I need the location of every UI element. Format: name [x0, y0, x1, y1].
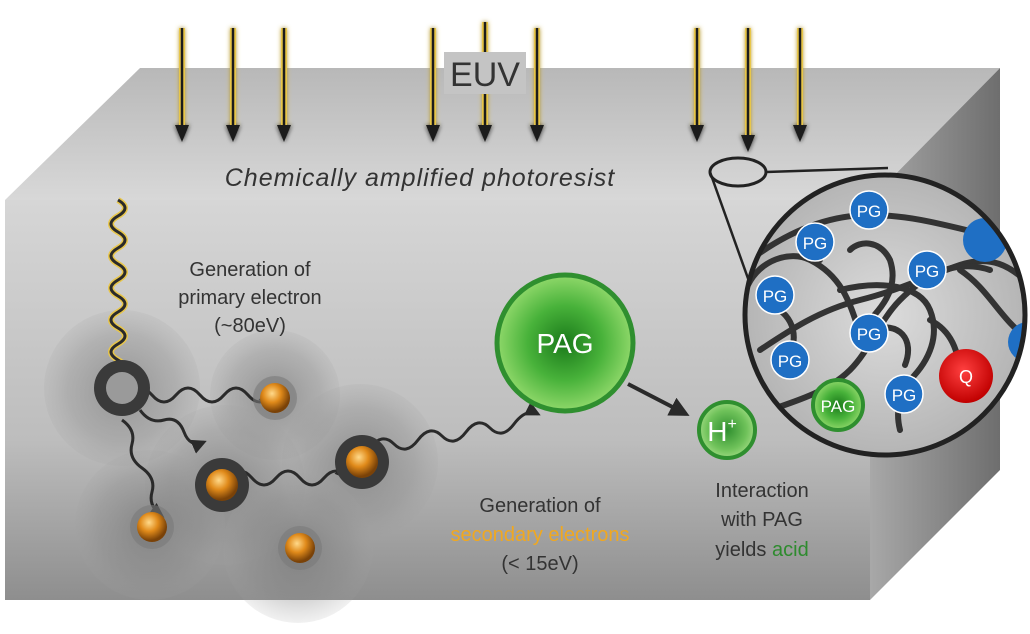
interaction-line1: Interaction: [715, 480, 808, 502]
primary-electron: [94, 360, 150, 416]
pg-group: PG: [849, 190, 889, 230]
pag-label: PAG: [536, 328, 593, 359]
acid-word: acid: [772, 539, 809, 561]
secondary-electron: [278, 526, 322, 570]
pg-group: PG: [755, 275, 795, 315]
svg-text:PG: PG: [778, 352, 803, 371]
primary-electron-label: Generation of primary electron (~80eV): [178, 259, 321, 337]
euv-label-bg: [444, 52, 526, 94]
zoom-pag: PAG: [811, 378, 865, 432]
secondary-electron: [195, 458, 249, 512]
svg-text:PG: PG: [857, 202, 882, 221]
interaction-line3: yields acid: [715, 539, 808, 561]
euv-arrow: [793, 28, 807, 142]
secondary-path-3: [138, 409, 207, 454]
pg-group: PG: [770, 340, 810, 380]
pag-to-acid-arrow: [627, 382, 690, 416]
secondary-electron: [253, 376, 297, 420]
secondary-line2: secondary electrons: [451, 524, 630, 546]
euv-arrow: [175, 28, 189, 142]
euv-arrow: [530, 28, 544, 142]
svg-text:PAG: PAG: [821, 397, 856, 416]
svg-text:PG: PG: [915, 262, 940, 281]
secondary-electrons-label: Generation of secondary electrons (< 15e…: [451, 495, 630, 575]
acid-proton: H+: [697, 400, 757, 460]
secondary-path-2: [121, 418, 165, 518]
secondary-path-5: [368, 401, 541, 451]
electron-trajectories: [105, 197, 541, 518]
svg-text:Q: Q: [959, 367, 973, 387]
pag-molecule: PAG: [494, 272, 636, 414]
acid-symbol: H+: [707, 416, 737, 447]
svg-text:PG: PG: [857, 325, 882, 344]
euv-beam: [175, 22, 807, 152]
secondary-path-4: [226, 464, 350, 487]
secondary-electron: [130, 505, 174, 549]
block-title: Chemically amplified photoresist: [225, 164, 616, 192]
secondary-path-1: [126, 386, 274, 409]
zoom-circle: PG PG PG PG PG PG PG PAG Q: [742, 172, 1028, 458]
svg-text:PG: PG: [803, 234, 828, 253]
acid-charge: +: [727, 416, 736, 433]
euv-arrow: [741, 28, 755, 152]
secondary-line1: Generation of: [479, 495, 601, 517]
secondary-electron: [335, 435, 389, 489]
secondary-line3: (< 15eV): [501, 553, 578, 575]
euv-label: EUV: [450, 56, 520, 94]
svg-text:PG: PG: [763, 287, 788, 306]
pg-group: PG: [884, 374, 924, 414]
electrons: [94, 360, 389, 570]
euv-arrow: [277, 28, 291, 142]
interaction-line2: with PAG: [720, 509, 803, 531]
quencher: Q: [939, 349, 993, 403]
euv-arrow: [226, 28, 240, 142]
primary-line3: (~80eV): [214, 315, 286, 337]
euv-arrow: [690, 28, 704, 142]
pg-group: PG: [849, 313, 889, 353]
block-top-face: [5, 68, 1000, 200]
interaction-label: Interaction with PAG yields acid: [715, 480, 808, 561]
pg-group: PG: [907, 250, 947, 290]
euv-arrow: [426, 28, 440, 142]
primary-line1: Generation of: [189, 259, 311, 281]
svg-text:PG: PG: [892, 386, 917, 405]
primary-line2: primary electron: [178, 287, 321, 309]
pg-group: PG: [795, 222, 835, 262]
